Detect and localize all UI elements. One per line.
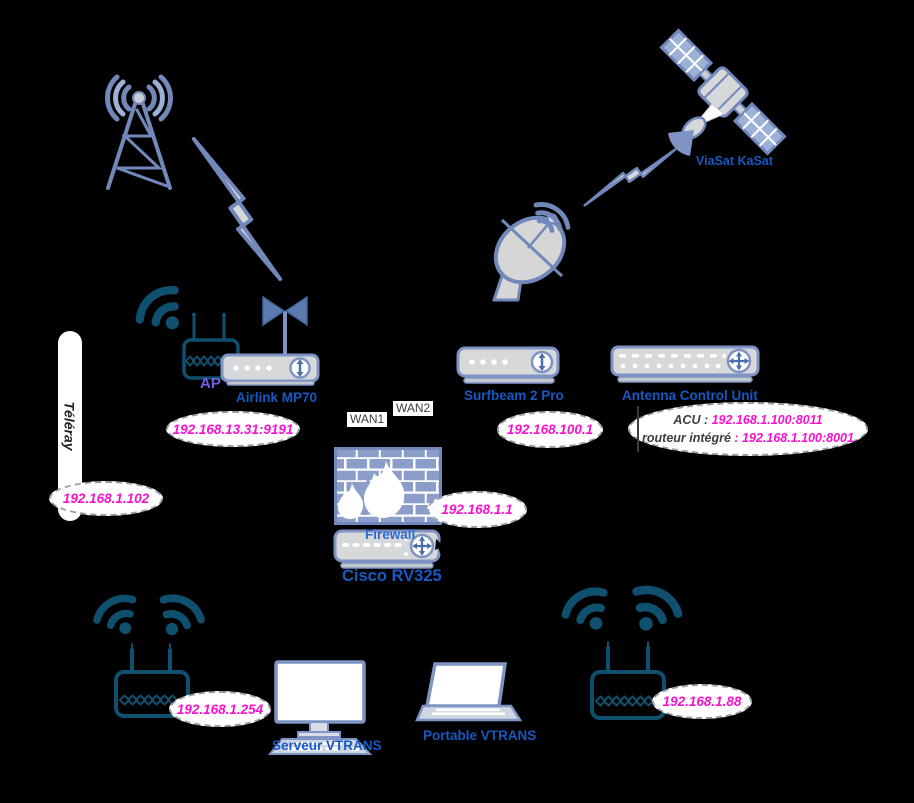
acu-label: Antenna Control Unit <box>622 388 758 403</box>
wan2-label: WAN2 <box>393 401 434 416</box>
ip-text: 192.168.1.88 <box>662 694 742 709</box>
radio-tower-icon <box>95 74 185 194</box>
wifi-icon <box>139 568 222 655</box>
firewall-label: Firewall <box>365 527 416 542</box>
wifi-icon <box>75 569 157 656</box>
wifi-icon <box>117 265 202 349</box>
acu-ip-prefix: ACU : <box>673 413 712 427</box>
cisco-label: Cisco RV325 <box>342 567 442 585</box>
ip-cloud-acu: ACU : 192.168.1.100:8011 routeur intégré… <box>628 402 868 456</box>
acu-router-ip: : 192.168.1.100:8001 <box>734 431 854 445</box>
airlink-label: Airlink MP70 <box>236 390 318 405</box>
ip-text: 192.168.100.1 <box>506 422 594 437</box>
ip-cloud-surfbeam: 192.168.100.1 <box>497 411 603 448</box>
ip-text: 192.168.13.31:9191 <box>172 421 294 437</box>
wan1-label: WAN1 <box>347 412 388 427</box>
ip-text: 192.168.1.102 <box>62 491 150 506</box>
ip-cloud-router-right: 192.168.1.88 <box>652 684 752 719</box>
surfbeam-modem-icon <box>456 346 562 386</box>
lightning-bolt-icon <box>188 134 284 284</box>
wifi-icon <box>542 560 630 652</box>
signal-waves-icon <box>533 188 584 238</box>
surfbeam-label: Surfbeam 2 Pro <box>464 388 564 403</box>
satellite-icon <box>648 28 798 164</box>
acu-switch-icon <box>610 345 762 385</box>
lightning-bolt-icon <box>583 147 677 209</box>
laptop-icon <box>415 662 523 726</box>
satellite-dish-icon <box>478 206 574 304</box>
satellite-label: ViaSat KaSat <box>696 154 773 168</box>
wifi-router-icon <box>588 638 668 722</box>
teleray-label: Téléray <box>62 401 79 451</box>
wifi-icon <box>609 556 702 655</box>
airlink-modem-icon <box>220 293 322 386</box>
acu-router-prefix: routeur intégré <box>642 431 735 445</box>
desktop-computer-icon <box>267 660 373 758</box>
ip-text: 192.168.1.254 <box>176 701 264 717</box>
ip-cloud-airlink: 192.168.13.31:9191 <box>166 411 300 447</box>
cisco-router-icon <box>333 529 445 585</box>
firewall-icon <box>334 447 442 525</box>
acu-ip: 192.168.1.100:8011 <box>711 413 823 427</box>
ip-cloud-teleray: 192.168.1.102 <box>49 481 163 516</box>
ip-text: 192.168.1.1 <box>441 502 513 517</box>
acu-callout-line <box>637 406 639 452</box>
serveur-label: Serveur VTRANS <box>272 738 382 753</box>
ip-cloud-router-left: 192.168.1.254 <box>169 691 271 727</box>
ap-router-icon <box>182 308 240 380</box>
ap-label: AP <box>200 375 221 392</box>
ip-cloud-cisco: 192.168.1.1 <box>427 491 527 528</box>
portable-label: Portable VTRANS <box>423 728 537 743</box>
